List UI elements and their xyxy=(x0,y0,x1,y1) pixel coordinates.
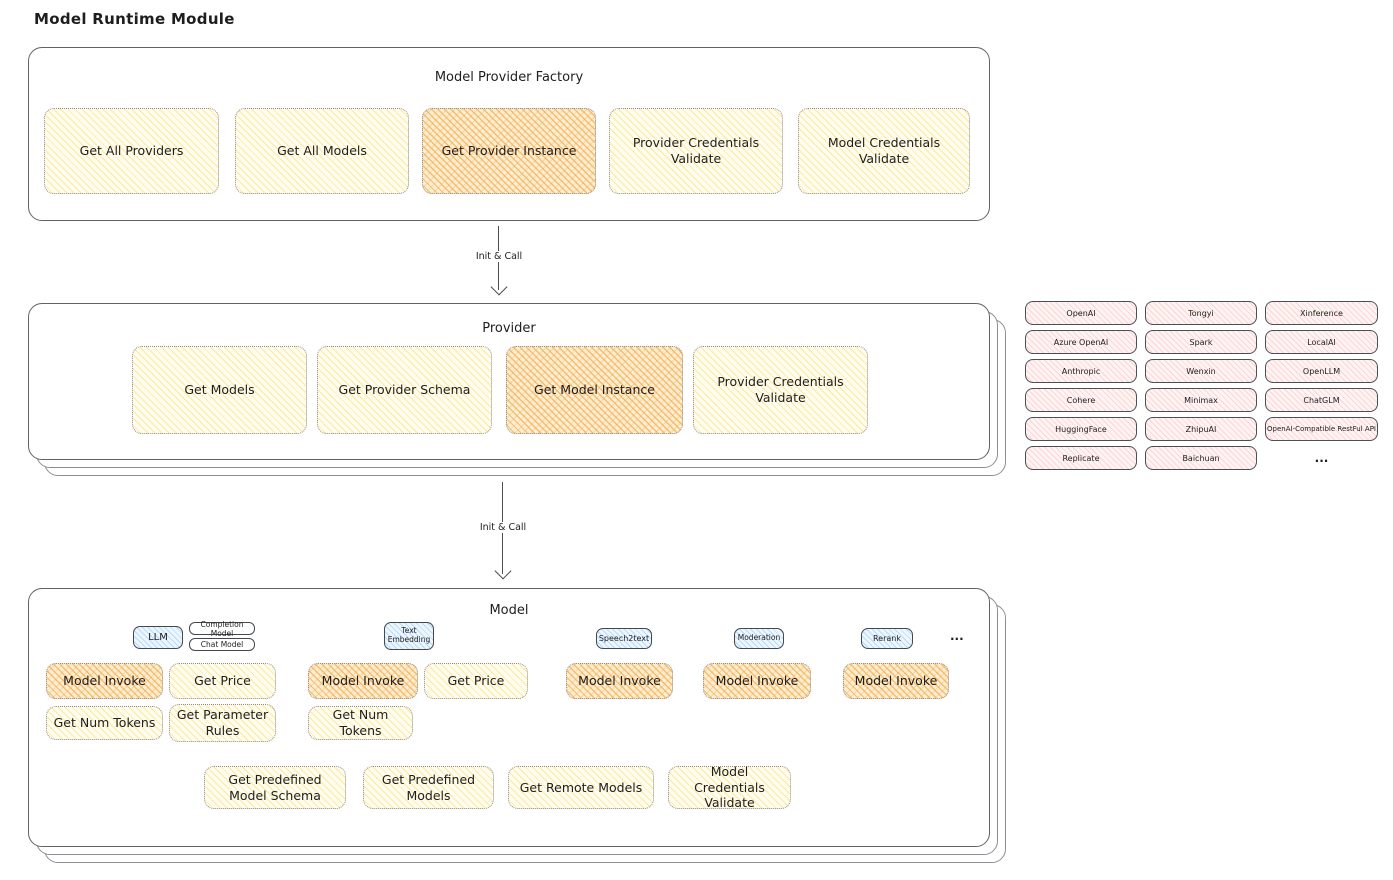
provider-container: Provider Get Models Get Provider Schema … xyxy=(28,303,990,460)
node-get-all-models: Get All Models xyxy=(235,108,409,194)
factory-container: Model Provider Factory Get All Providers… xyxy=(28,47,990,221)
node-model-credentials-validate: Model Credentials Validate xyxy=(798,108,970,194)
provider-chip-replicate: Replicate xyxy=(1025,446,1137,470)
provider-chip-minimax: Minimax xyxy=(1145,388,1257,412)
node-get-num-tokens-embedding: Get Num Tokens xyxy=(308,706,413,740)
provider-list-grid: OpenAI Tongyi Xinference Azure OpenAI Sp… xyxy=(1025,301,1378,470)
node-model-invoke-moderation: Model Invoke xyxy=(703,663,811,699)
node-get-all-providers: Get All Providers xyxy=(44,108,219,194)
arrowhead-down-icon xyxy=(490,278,508,296)
provider-chip-anthropic: Anthropic xyxy=(1025,359,1137,383)
provider-chip-localai: LocalAI xyxy=(1265,330,1378,354)
node-provider-credentials-validate-2: Provider Credentials Validate xyxy=(693,346,868,434)
node-model-invoke-embedding: Model Invoke xyxy=(308,663,418,699)
tab-llm: LLM xyxy=(133,626,183,649)
node-get-models: Get Models xyxy=(132,346,307,434)
arrowhead-down-icon-2 xyxy=(494,562,512,580)
provider-chip-xinference: Xinference xyxy=(1265,301,1378,325)
model-container: Model LLM Completion Model Chat Model Te… xyxy=(28,588,990,847)
tab-rerank: Rerank xyxy=(861,628,913,649)
arrow2-label: Init & Call xyxy=(474,522,532,533)
tab-chat-model: Chat Model xyxy=(189,638,255,651)
provider-chip-zhipuai: ZhipuAI xyxy=(1145,417,1257,441)
provider-chip-openllm: OpenLLM xyxy=(1265,359,1378,383)
node-model-invoke-rerank: Model Invoke xyxy=(843,663,949,699)
node-get-remote-models: Get Remote Models xyxy=(508,766,654,809)
provider-chip-spark: Spark xyxy=(1145,330,1257,354)
provider-chip-azure-openai: Azure OpenAI xyxy=(1025,330,1137,354)
provider-chip-openai-compatible: OpenAI-Compatible RestFul API xyxy=(1265,417,1378,441)
provider-chip-cohere: Cohere xyxy=(1025,388,1137,412)
node-get-provider-instance: Get Provider Instance xyxy=(422,108,596,194)
node-model-invoke-llm: Model Invoke xyxy=(46,663,163,699)
node-get-model-instance: Get Model Instance xyxy=(506,346,683,434)
provider-chip-chatglm: ChatGLM xyxy=(1265,388,1378,412)
model-title: Model xyxy=(489,603,529,618)
provider-chip-huggingface: HuggingFace xyxy=(1025,417,1137,441)
node-get-price-embedding: Get Price xyxy=(424,663,528,699)
factory-title: Model Provider Factory xyxy=(434,70,584,85)
node-provider-credentials-validate: Provider Credentials Validate xyxy=(609,108,783,194)
model-tabs-ellipsis: ... xyxy=(950,629,964,643)
tab-completion-model: Completion Model xyxy=(189,620,255,638)
provider-title: Provider xyxy=(482,321,536,336)
node-model-invoke-speech2text: Model Invoke xyxy=(566,663,673,699)
node-get-predefined-model-schema: Get Predefined Model Schema xyxy=(204,766,346,809)
node-get-provider-schema: Get Provider Schema xyxy=(317,346,492,434)
tab-moderation: Moderation xyxy=(734,628,784,649)
page-title: Model Runtime Module xyxy=(34,10,235,28)
provider-chip-openai: OpenAI xyxy=(1025,301,1137,325)
node-get-parameter-rules: Get Parameter Rules xyxy=(169,704,276,742)
arrow1-label: Init & Call xyxy=(470,251,528,262)
provider-chip-wenxin: Wenxin xyxy=(1145,359,1257,383)
node-get-num-tokens-llm: Get Num Tokens xyxy=(46,706,163,740)
provider-chip-tongyi: Tongyi xyxy=(1145,301,1257,325)
provider-list-ellipsis: ... xyxy=(1314,451,1329,465)
node-model-credentials-validate-2: Model Credentials Validate xyxy=(668,764,791,810)
tab-text-embedding: Text Embedding xyxy=(384,622,434,650)
node-get-price-llm: Get Price xyxy=(169,663,276,699)
node-get-predefined-models: Get Predefined Models xyxy=(363,766,494,809)
provider-chip-baichuan: Baichuan xyxy=(1145,446,1257,470)
tab-speech2text: Speech2text xyxy=(596,628,652,649)
